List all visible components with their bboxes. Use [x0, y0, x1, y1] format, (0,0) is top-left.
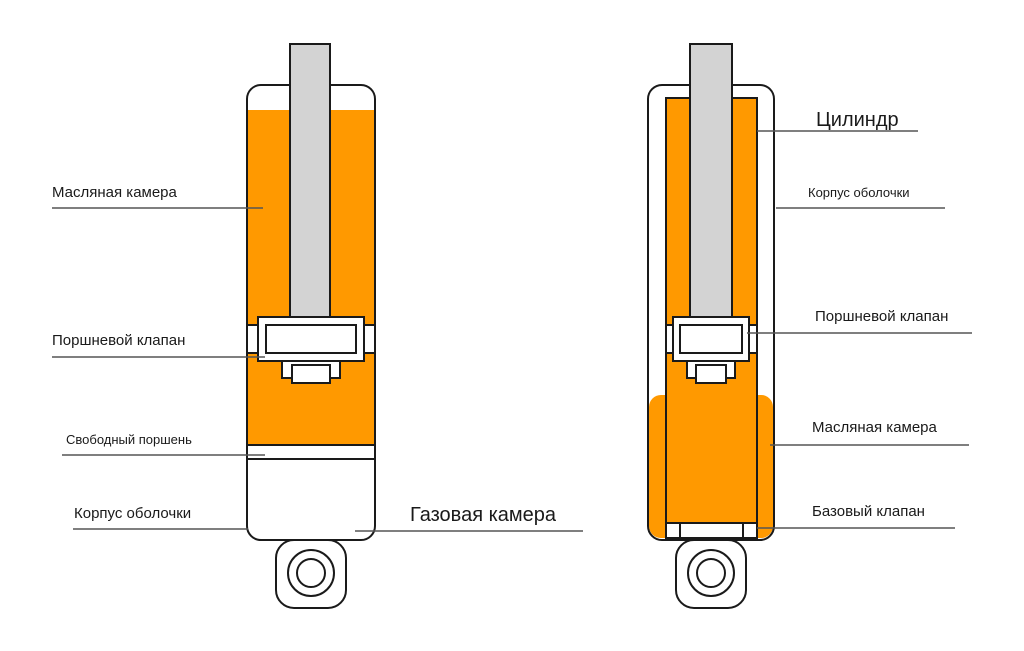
label-right-outer-tube: Корпус оболочки [808, 185, 910, 200]
label-right-cylinder: Цилиндр [816, 109, 899, 131]
label-left-piston-valve: Поршневой клапан [52, 332, 185, 349]
left-piston-nut-cap-inner [291, 364, 331, 384]
label-left-oil-chamber: Масляная камера [52, 184, 178, 201]
right-piston-rod [689, 43, 733, 318]
right-eyelet-inner-ring [696, 558, 726, 588]
label-right-oil-chamber: Масляная камера [812, 419, 938, 436]
right-piston-nut-inner [679, 324, 743, 354]
label-right-base-valve: Базовый клапан [812, 503, 925, 520]
left-eyelet-outer-ring [287, 549, 335, 597]
mono-tube-shock [246, 43, 376, 609]
twin-tube-shock [647, 43, 775, 609]
left-piston-nut-inner [265, 324, 357, 354]
right-piston-nut-cap-inner [695, 364, 727, 384]
label-left-outer-tube: Корпус оболочки [74, 505, 191, 522]
left-eyelet-inner-ring [296, 558, 326, 588]
label-left-gas-chamber: Газовая камера [410, 504, 557, 526]
left-piston-rod [289, 43, 331, 318]
label-right-piston-valve: Поршневой клапан [815, 308, 948, 325]
label-left-free-piston: Свободный поршень [66, 432, 192, 447]
right-eyelet-outer-ring [687, 549, 735, 597]
right-base-valve [665, 522, 758, 539]
